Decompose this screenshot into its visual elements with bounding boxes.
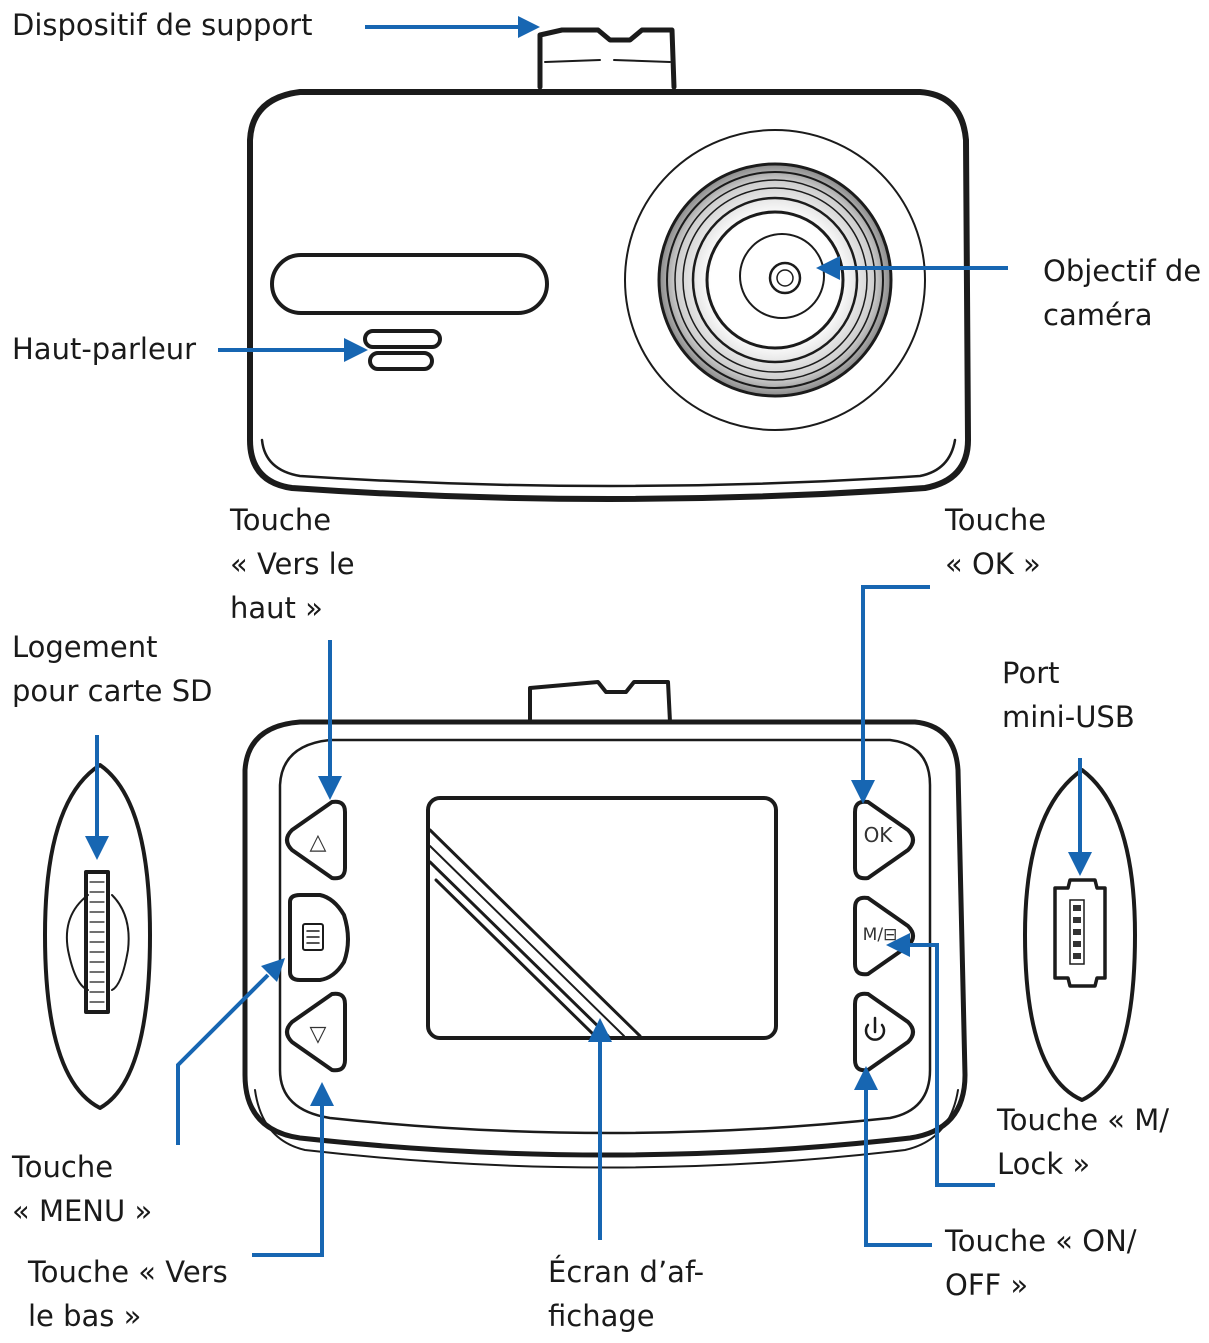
power-button[interactable] — [853, 991, 915, 1073]
mini-usb-port — [1053, 878, 1107, 988]
label-screen: Écran d’af-fichage — [548, 1255, 705, 1333]
sd-card-slot — [84, 870, 110, 1014]
up-arrow-icon: △ — [310, 830, 327, 855]
leader-lines — [85, 16, 1092, 1257]
label-mode-lock-button: Touche « M/Lock » — [997, 1103, 1170, 1181]
down-arrow-icon: ▽ — [310, 1022, 327, 1047]
label-support: Dispositif de support — [12, 8, 313, 42]
mount-clip-top — [537, 27, 677, 90]
front-view — [247, 27, 971, 502]
speaker-grill-top — [363, 329, 442, 349]
speaker-grill-bottom — [368, 351, 434, 371]
rear-view: △ ▽ OK M/⊟ — [242, 680, 968, 1169]
front-body-rim — [260, 438, 957, 488]
ok-button[interactable]: OK — [853, 799, 915, 881]
rear-body — [242, 719, 968, 1158]
leader-power — [864, 1090, 932, 1247]
menu-icon — [302, 923, 324, 951]
mount-clip-rear — [528, 680, 672, 724]
label-ok-button: Touche« OK » — [945, 503, 1047, 581]
front-body — [247, 89, 971, 502]
mode-lock-glyph: M/⊟ — [863, 925, 898, 945]
leader-mode-lock — [908, 943, 995, 1187]
ok-glyph: OK — [864, 823, 894, 847]
menu-button[interactable] — [288, 893, 350, 982]
front-slot — [270, 253, 549, 315]
leader-menu — [176, 973, 270, 1145]
up-button[interactable]: △ — [285, 799, 347, 881]
leader-down — [252, 1104, 324, 1257]
power-icon — [864, 1016, 886, 1041]
display-screen — [426, 796, 778, 1040]
mount-clip-grooves — [544, 59, 671, 63]
left-side-view — [43, 763, 152, 1110]
label-menu-button: Touche« MENU » — [12, 1150, 153, 1228]
rear-body-rim — [254, 1089, 959, 1169]
right-side-view — [1023, 768, 1137, 1102]
screen-glare — [428, 828, 642, 1038]
camera-lens — [624, 129, 926, 431]
label-speaker: Haut-parleur — [12, 332, 197, 366]
mode-lock-button[interactable]: M/⊟ — [853, 895, 915, 977]
leader-ok — [861, 585, 930, 782]
label-power-button: Touche « ON/OFF » — [945, 1224, 1137, 1302]
down-button[interactable]: ▽ — [285, 991, 347, 1073]
